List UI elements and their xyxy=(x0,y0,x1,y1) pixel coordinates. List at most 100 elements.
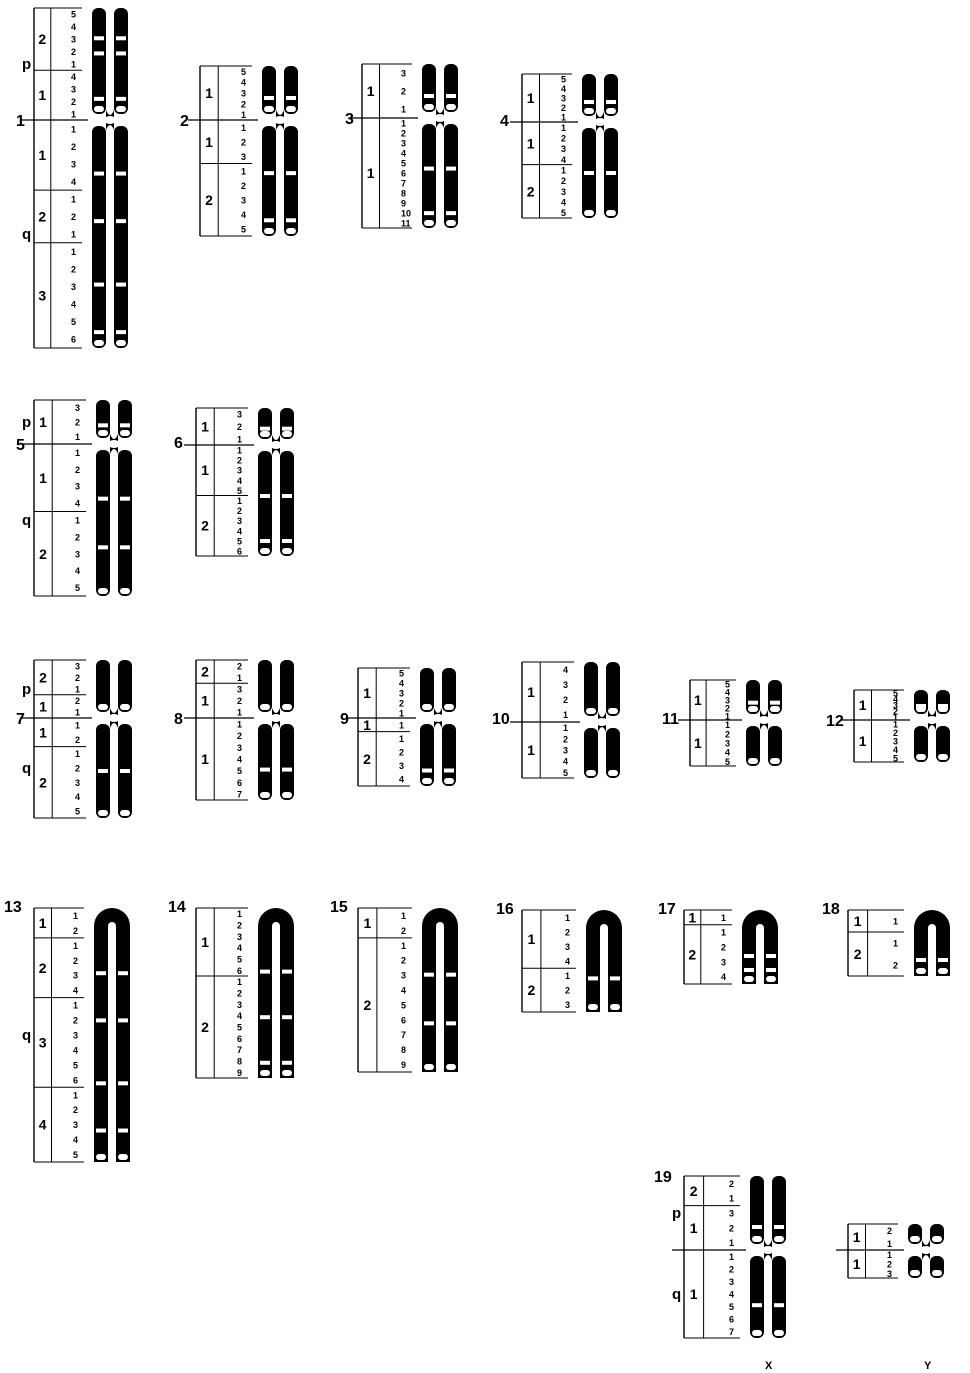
band-number: 2 xyxy=(71,142,76,152)
region-number: 2 xyxy=(201,664,209,680)
band-number: 4 xyxy=(401,149,406,159)
band-number: 2 xyxy=(75,673,80,683)
band-number: 2 xyxy=(75,418,80,428)
region-number: 1 xyxy=(859,697,867,713)
chromosome-number: 5 xyxy=(16,437,25,454)
chromatid xyxy=(442,724,456,786)
band-number: 6 xyxy=(73,1075,78,1085)
band-number: 3 xyxy=(729,1209,734,1219)
band-number: 4 xyxy=(561,155,566,165)
band-number: 4 xyxy=(73,986,78,996)
telomere-band xyxy=(120,810,130,816)
band-number: 1 xyxy=(75,516,80,526)
telomere-band xyxy=(752,1330,762,1336)
light-band xyxy=(282,494,292,498)
chromosome-number: 17 xyxy=(658,901,676,918)
band-number: 1 xyxy=(237,434,242,444)
light-band xyxy=(752,1303,762,1307)
band-number: 1 xyxy=(237,496,242,506)
light-band xyxy=(744,954,754,958)
chromosome-number: 1 xyxy=(16,113,25,130)
chromatid-pair xyxy=(586,910,622,1012)
band-number: 5 xyxy=(563,768,568,778)
telomere-band xyxy=(424,104,434,110)
telomere-band xyxy=(588,1004,598,1010)
region-number: 1 xyxy=(690,1220,698,1236)
band-number: 2 xyxy=(75,735,80,745)
band-number: 2 xyxy=(71,97,76,107)
light-band xyxy=(774,1303,784,1307)
arm-label-p: p xyxy=(22,681,31,698)
band-number: 7 xyxy=(401,1030,406,1040)
centromere-core xyxy=(270,441,282,449)
chromosome-number: 15 xyxy=(330,899,348,916)
band-number: 2 xyxy=(729,1264,734,1274)
band-number: 1 xyxy=(241,123,246,133)
light-band xyxy=(94,51,104,55)
telomere-band xyxy=(910,1270,920,1276)
band-number: 2 xyxy=(237,422,242,432)
chromosome-number: 12 xyxy=(826,713,844,730)
chromatid xyxy=(94,926,108,1162)
band-number: 4 xyxy=(71,177,76,187)
light-band xyxy=(94,172,104,176)
telomere-band xyxy=(606,210,616,216)
light-band xyxy=(606,171,616,175)
telomere-band xyxy=(916,754,926,760)
telomere-band xyxy=(938,968,948,974)
light-band xyxy=(116,219,126,223)
band-number: 5 xyxy=(561,208,566,218)
band-number: 5 xyxy=(71,10,76,20)
band-number: 3 xyxy=(887,1269,892,1279)
telomere-band xyxy=(938,706,948,712)
band-number: 6 xyxy=(729,1315,734,1325)
band-number: 3 xyxy=(563,680,568,690)
band-number: 5 xyxy=(237,766,242,776)
chromatid-pair xyxy=(92,8,128,348)
chromatid-pair xyxy=(914,910,950,976)
light-band xyxy=(116,330,126,334)
light-band xyxy=(94,330,104,334)
chromosome-Y: 1211123 xyxy=(836,1224,944,1279)
band-number: 4 xyxy=(241,210,246,220)
band-number: 2 xyxy=(71,265,76,275)
band-number: 1 xyxy=(399,734,404,744)
band-number: 3 xyxy=(729,1277,734,1287)
band-number: 3 xyxy=(75,549,80,559)
band-number: 3 xyxy=(237,1000,242,1010)
band-number: 2 xyxy=(399,699,404,709)
band-number: 1 xyxy=(721,928,726,938)
band-number: 1 xyxy=(73,941,78,951)
band-number: 2 xyxy=(401,129,406,139)
band-number: 5 xyxy=(729,1302,734,1312)
band-number: 2 xyxy=(561,176,566,186)
region-number: 2 xyxy=(205,192,213,208)
light-band xyxy=(260,768,270,772)
region-number: 1 xyxy=(688,909,696,925)
region-number: 1 xyxy=(201,934,209,950)
region-number: 1 xyxy=(201,462,209,478)
chromosome-number: 10 xyxy=(492,711,510,728)
telomere-band xyxy=(282,548,292,554)
band-number: 1 xyxy=(237,909,242,919)
chromosome-10: 1014321112345 xyxy=(492,662,620,778)
light-band xyxy=(584,171,594,175)
telomere-band xyxy=(96,1154,106,1160)
telomere-band xyxy=(98,704,108,710)
light-band xyxy=(260,539,270,543)
chromosome-number: 18 xyxy=(822,901,840,918)
band-number: 1 xyxy=(237,977,242,987)
band-number: 1 xyxy=(71,194,76,204)
light-band xyxy=(264,171,274,175)
region-number: 3 xyxy=(39,1034,47,1050)
band-number: 7 xyxy=(729,1327,734,1337)
telomere-band xyxy=(116,106,126,112)
region-number: 1 xyxy=(39,724,47,740)
band-number: 4 xyxy=(561,84,566,94)
band-number: 1 xyxy=(399,709,404,719)
band-number: 1 xyxy=(75,432,80,442)
band-number: 2 xyxy=(241,181,246,191)
telomere-band xyxy=(282,704,292,710)
chromatid-pair xyxy=(914,690,950,762)
